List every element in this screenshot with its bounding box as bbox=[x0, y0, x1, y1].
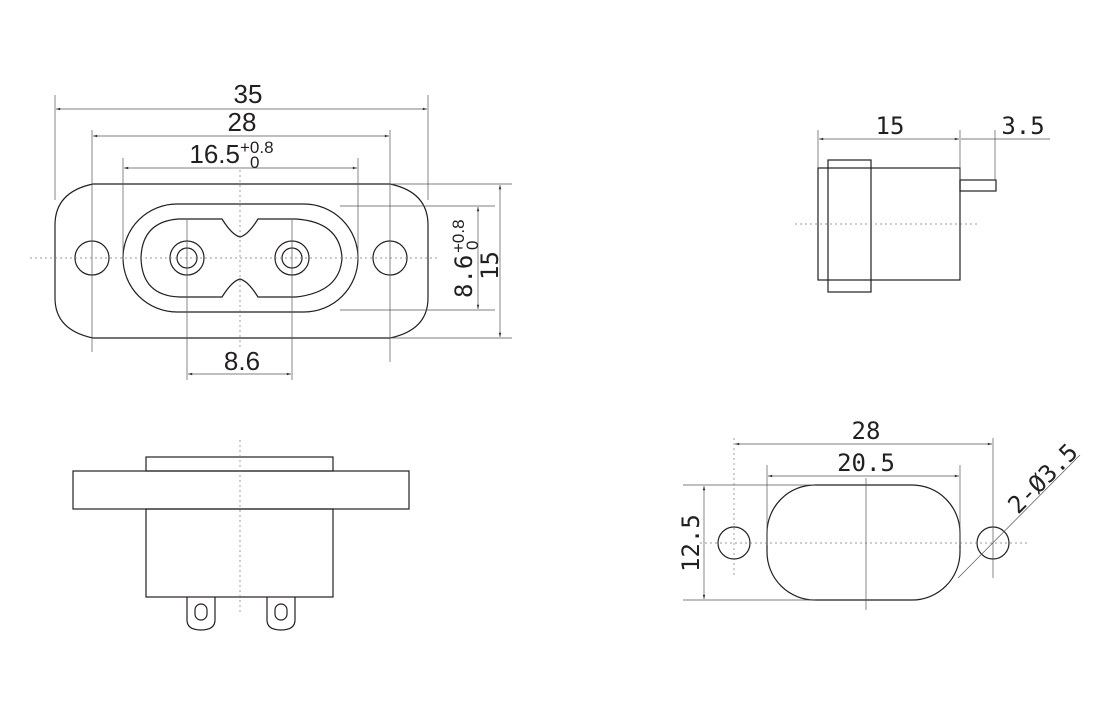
cutout-oval bbox=[766, 484, 961, 601]
dim-mount-hole-spacing: 28 bbox=[228, 107, 257, 137]
terminal-left bbox=[186, 597, 216, 631]
side-pin bbox=[959, 179, 997, 192]
dim-inlet-height-tol-lower: 0 bbox=[463, 241, 482, 250]
dim-body-depth: 15 bbox=[876, 112, 905, 140]
inlet-height-label: 8.6 +0.8 0 bbox=[449, 219, 482, 298]
dim-hole-diameter: 2-Ø3.5 bbox=[1002, 438, 1083, 519]
bottom-flange bbox=[72, 470, 410, 510]
dim-cutout-height: 12.5 bbox=[677, 514, 705, 572]
dim-hole-spacing: 28 bbox=[852, 417, 881, 445]
dim-inlet-height-tol-upper: +0.8 bbox=[449, 219, 468, 253]
bottom-view bbox=[72, 440, 410, 631]
bottom-boss bbox=[145, 456, 334, 472]
panel-cutout: 28 20.5 12.5 2-Ø3.5 bbox=[677, 417, 1084, 610]
dim-cutout-width: 20.5 bbox=[837, 449, 895, 477]
dim-overall-width: 35 bbox=[234, 79, 263, 109]
side-flange bbox=[827, 159, 872, 293]
terminal-left-hole bbox=[194, 603, 208, 621]
dim-inlet-width-tol-upper: +0.8 bbox=[240, 138, 274, 157]
terminal-right bbox=[266, 597, 296, 631]
leader-line-hole-diameter bbox=[957, 454, 1081, 579]
dim-overall-height: 15 bbox=[476, 251, 504, 280]
dim-inlet-height: 8.6 bbox=[450, 255, 478, 298]
mounting-plate bbox=[54, 183, 429, 339]
front-view: 35 28 16.5 +0.8 0 8.6 8.6 +0.8 0 15 bbox=[30, 79, 512, 380]
dim-pin-spacing: 8.6 bbox=[224, 346, 260, 376]
dim-pin-length: 3.5 bbox=[1001, 112, 1044, 140]
dim-inlet-width-tol-lower: 0 bbox=[250, 153, 259, 172]
dim-inlet-width: 16.5 bbox=[189, 139, 240, 169]
bottom-body bbox=[145, 508, 334, 598]
inlet-socket bbox=[140, 218, 343, 298]
side-body bbox=[817, 167, 961, 281]
side-view: 15 3.5 bbox=[795, 112, 1050, 293]
terminal-right-hole bbox=[274, 603, 288, 621]
